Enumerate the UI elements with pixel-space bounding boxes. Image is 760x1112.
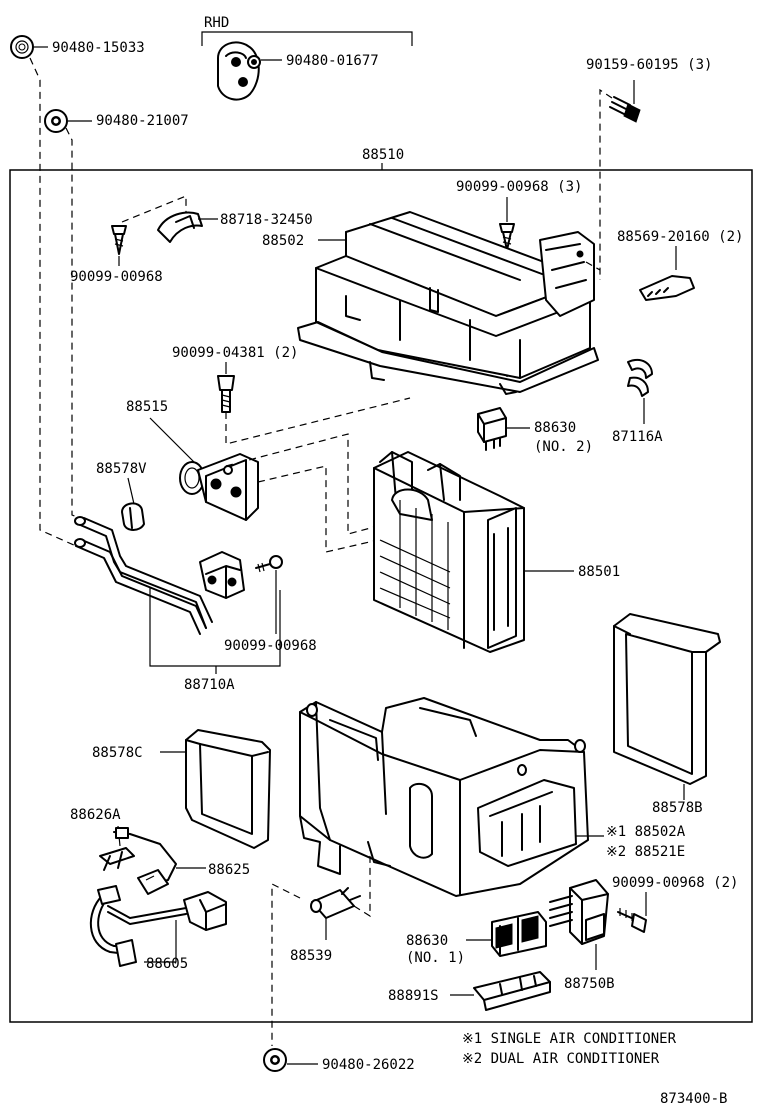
resistor-88750b (549, 879, 609, 945)
grommet-90480-26022 (263, 1048, 287, 1072)
clip-88569-20160 (639, 275, 695, 301)
screw-90099-00968-pipe (255, 555, 283, 573)
expansion-valve-88515 (179, 453, 259, 521)
note-dual-ac: ※2 DUAL AIR CONDITIONER (462, 1051, 660, 1067)
label-88630-no1: 88630 (406, 933, 448, 949)
cushion-88578v (121, 502, 145, 531)
label-90099-00968-b: 90099-00968 (224, 638, 317, 654)
clip-88891s (473, 971, 551, 1011)
diagram-code: 873400-B (660, 1091, 727, 1107)
label-88502a: ※1 88502A (606, 824, 686, 840)
harness-88605 (89, 885, 227, 967)
label-88710a: 88710A (184, 677, 235, 693)
label-90159-60195: 90159-60195 (3) (586, 57, 712, 73)
label-87116a: 87116A (612, 429, 663, 445)
grommet-90480-01677 (217, 41, 261, 101)
label-88891s: 88891S (388, 988, 439, 1004)
label-90480-01677: 90480-01677 (286, 53, 379, 69)
thermistor-88625 (113, 827, 177, 895)
label-90480-21007: 90480-21007 (96, 113, 189, 129)
label-88630-no2-sub: (NO. 2) (534, 439, 593, 455)
evaporator-88501 (373, 451, 525, 653)
label-90099-04381: 90099-04381 (2) (172, 345, 298, 361)
screw-90099-00968-right (617, 908, 647, 933)
grommet-90480-21007 (44, 109, 68, 133)
label-88578b: 88578B (652, 800, 703, 816)
screw-90159-60195 (609, 96, 641, 123)
clip-88718-32450 (157, 211, 203, 243)
clip-88626a (99, 847, 135, 871)
label-88510: 88510 (362, 147, 404, 163)
label-88750b: 88750B (564, 976, 615, 992)
label-88578v: 88578V (96, 461, 147, 477)
label-88501: 88501 (578, 564, 620, 580)
label-88521e: ※2 88521E (606, 844, 685, 860)
seal-88578b (613, 613, 721, 785)
label-88578c: 88578C (92, 745, 143, 761)
label-88515: 88515 (126, 399, 168, 415)
label-rhd: RHD (204, 15, 229, 31)
label-88502: 88502 (262, 233, 304, 249)
relay-88630-no1 (491, 911, 547, 957)
clip-87116a (627, 358, 653, 397)
grommet-90480-15033 (10, 35, 34, 59)
screw-90099-00968-top (499, 197, 515, 251)
label-90480-26022: 90480-26022 (322, 1057, 415, 1073)
label-90099-00968-3: 90099-00968 (3) (456, 179, 582, 195)
label-88630-no1-sub: (NO. 1) (406, 950, 465, 966)
pipe-88710a (74, 516, 245, 635)
label-90480-15033: 90480-15033 (52, 40, 145, 56)
seal-88578c (185, 729, 271, 849)
label-88539: 88539 (290, 948, 332, 964)
relay-88630-no2 (477, 407, 507, 451)
label-88625: 88625 (208, 862, 250, 878)
label-88630-no2: 88630 (534, 420, 576, 436)
upper-case-88502 (297, 211, 599, 395)
label-88626a: 88626A (70, 807, 121, 823)
bolt-90099-04381 (217, 362, 235, 413)
assembly-frame (9, 169, 753, 1023)
screw-90099-00968-left (111, 225, 127, 255)
label-88569-20160: 88569-20160 (2) (617, 229, 743, 245)
note-single-ac: ※1 SINGLE AIR CONDITIONER (462, 1031, 677, 1047)
label-90099-00968-a: 90099-00968 (70, 269, 163, 285)
aspirator-88539 (310, 887, 361, 919)
label-90099-00968-2: 90099-00968 (2) (612, 875, 738, 891)
label-88605: 88605 (146, 956, 188, 972)
label-88718-32450: 88718-32450 (220, 212, 313, 228)
lower-case-88502a (299, 697, 589, 897)
